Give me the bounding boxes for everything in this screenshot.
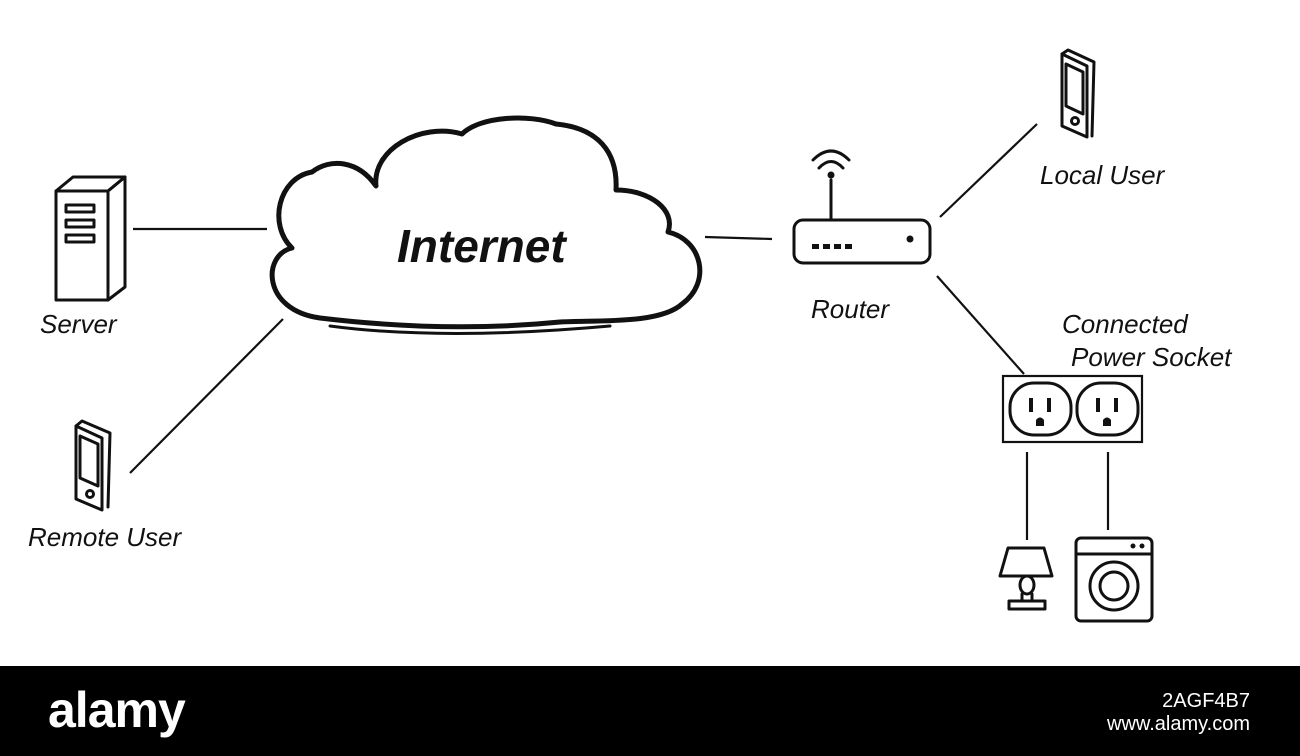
watermark-image-id: 2AGF4B7 <box>1162 690 1250 712</box>
router-icon <box>792 149 932 265</box>
internet-label: Internet <box>397 220 567 272</box>
watermark-brand: alamy <box>48 682 186 738</box>
power-socket-icon <box>1001 374 1144 444</box>
watermark-banner <box>0 666 1300 756</box>
server-label: Server <box>40 309 118 339</box>
watermark-url: www.alamy.com <box>1106 713 1250 735</box>
remote-user-label: Remote User <box>28 522 182 552</box>
washing-machine-icon <box>1074 536 1154 623</box>
local-user-label: Local User <box>1040 160 1166 190</box>
router-label: Router <box>811 294 890 324</box>
remote-user-internet-link <box>129 318 284 474</box>
internet-router-link <box>704 235 773 241</box>
router-socket-link <box>936 275 1025 375</box>
server-icon <box>54 175 127 302</box>
cloud-icon <box>269 115 703 336</box>
socket-label-line2: Power Socket <box>1071 342 1233 372</box>
socket-label-line1: Connected <box>1062 309 1189 339</box>
remote-user-phone-icon <box>74 419 112 512</box>
local-user-phone-icon <box>1060 48 1096 139</box>
router-local-user-link <box>939 123 1038 218</box>
lamp-icon <box>998 546 1054 611</box>
